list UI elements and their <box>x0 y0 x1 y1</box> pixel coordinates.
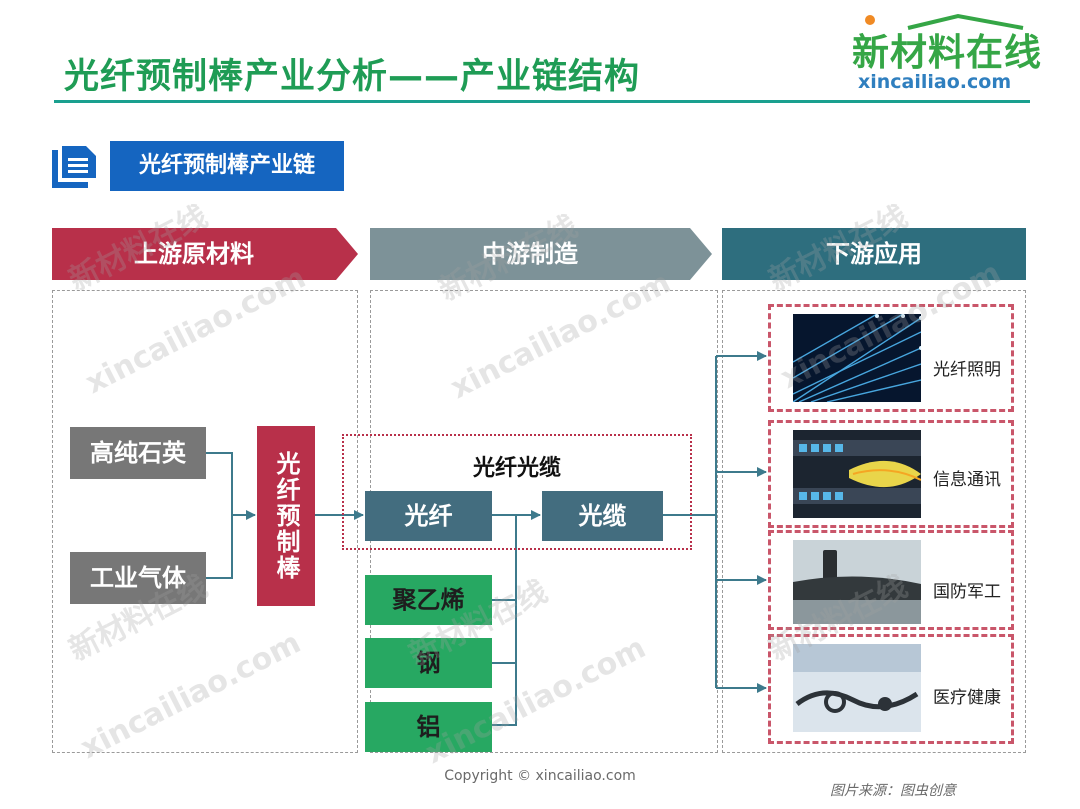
page-title: 光纤预制棒产业分析——产业链结构 <box>64 57 641 97</box>
application-card-lighting: 光纤照明 <box>768 304 1014 412</box>
material-high-purity-quartz: 高纯石英 <box>70 427 206 479</box>
fiber-cable-group <box>342 434 692 550</box>
endoscope-image <box>793 644 921 732</box>
fiber-optic-light-image <box>793 314 921 402</box>
phase-upstream: 上游原材料 <box>134 240 254 268</box>
logo-url: xincailiao.com <box>858 71 1012 93</box>
application-card-communication: 信息通讯 <box>768 420 1014 528</box>
logo-roof-icon <box>865 13 1024 30</box>
section-label: 光纤预制棒产业链 <box>110 141 344 191</box>
optical-fiber-preform: 光纤预制棒 <box>257 426 315 606</box>
network-patch-panel-image <box>793 430 921 518</box>
application-card-defense: 国防军工 <box>768 530 1014 630</box>
application-label-defense: 国防军工 <box>933 582 1001 602</box>
document-icon <box>52 146 96 188</box>
application-card-healthcare: 医疗健康 <box>768 634 1014 744</box>
downstream-column <box>722 290 1026 753</box>
upstream-column <box>52 290 358 753</box>
material-steel: 钢 <box>365 638 492 688</box>
application-label-healthcare: 医疗健康 <box>933 688 1001 708</box>
upstream-arrow-shape <box>52 228 358 280</box>
optical-cable-node: 光缆 <box>542 491 663 541</box>
logo-text: 新材料在线 <box>852 31 1042 74</box>
material-aluminum: 铝 <box>365 702 492 752</box>
phase-midstream: 中游制造 <box>482 240 578 268</box>
title-divider <box>54 100 1030 103</box>
application-label-communication: 信息通讯 <box>933 470 1001 490</box>
phase-downstream: 下游应用 <box>826 240 922 268</box>
material-polyethylene: 聚乙烯 <box>365 575 492 625</box>
fiber-cable-group-title: 光纤光缆 <box>472 456 561 481</box>
application-label-lighting: 光纤照明 <box>933 360 1001 380</box>
submarine-image <box>793 540 921 624</box>
preform-label: 光纤预制棒 <box>272 451 300 581</box>
optical-fiber-node: 光纤 <box>365 491 492 541</box>
midstream-arrow-shape <box>370 228 712 280</box>
material-industrial-gas: 工业气体 <box>70 552 206 604</box>
image-source-credit: 图片来源：图虫创意 <box>830 783 956 799</box>
copyright-notice: Copyright © xincailiao.com <box>444 768 636 784</box>
downstream-bar <box>722 228 1026 280</box>
